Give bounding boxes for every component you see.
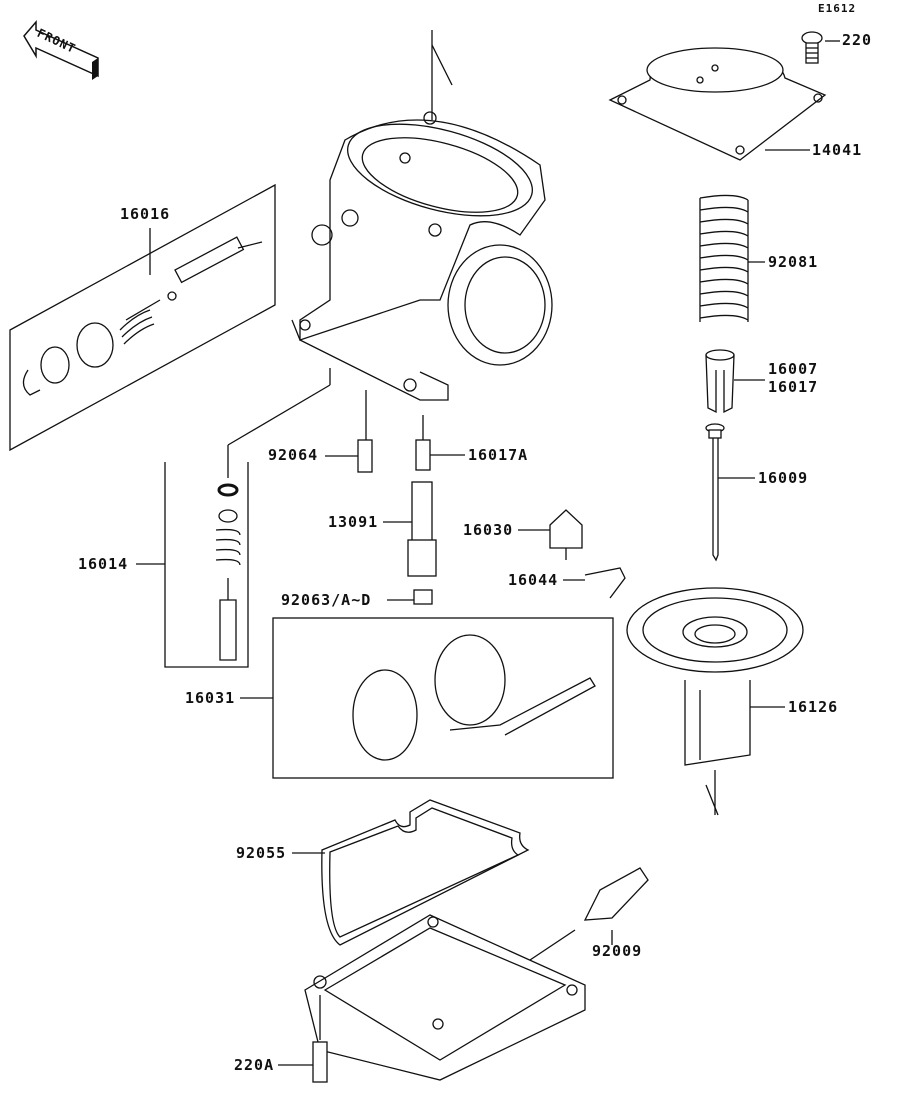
jets-drawing: [357, 390, 437, 605]
part-label-14041[interactable]: 14041: [812, 141, 863, 159]
part-label-92081[interactable]: 92081: [768, 253, 819, 271]
float-bowl-drawing: [304, 914, 586, 1083]
carburetor-body-drawing: [291, 30, 553, 401]
spring-drawing: [699, 194, 749, 322]
jet-needle-drawing: [705, 423, 725, 562]
diagram-code: E1612: [818, 2, 857, 15]
part-label-92064[interactable]: 92064: [268, 446, 319, 464]
part-label-16017a[interactable]: 16017A: [468, 446, 529, 464]
leader-lines: [136, 40, 840, 1066]
part-label-16009[interactable]: 16009: [758, 469, 809, 487]
gasket-drawing: [321, 799, 530, 946]
part-label-13091[interactable]: 13091: [328, 513, 379, 531]
float-box-drawing: [272, 617, 614, 779]
needle-holder-drawing: [705, 349, 735, 414]
part-label-16007[interactable]: 16007: [768, 360, 819, 378]
part-label-16044[interactable]: 16044: [508, 571, 559, 589]
part-label-16030[interactable]: 16030: [463, 521, 514, 539]
part-label-16017[interactable]: 16017: [768, 378, 819, 396]
part-label-92055[interactable]: 92055: [236, 844, 287, 862]
diaphragm-drawing: [626, 587, 804, 816]
part-label-92063[interactable]: 92063/A~D: [281, 591, 372, 609]
front-arrow-icon: [23, 19, 99, 80]
part-label-16031[interactable]: 16031: [185, 689, 236, 707]
part-label-16126[interactable]: 16126: [788, 698, 839, 716]
top-cover-drawing: [608, 47, 827, 161]
part-label-220[interactable]: 220: [842, 31, 873, 49]
part-label-92009[interactable]: 92009: [592, 942, 643, 960]
float-valve-drawing: [549, 509, 626, 599]
part-label-16016[interactable]: 16016: [120, 205, 171, 223]
part-label-220a[interactable]: 220A: [234, 1056, 275, 1074]
pilot-screw-group-drawing: [9, 183, 276, 452]
drain-screw-drawing: [529, 867, 649, 961]
part-label-16014[interactable]: 16014: [78, 555, 129, 573]
screw-220-drawing: [801, 31, 823, 64]
air-screw-group-drawing: [164, 368, 331, 668]
